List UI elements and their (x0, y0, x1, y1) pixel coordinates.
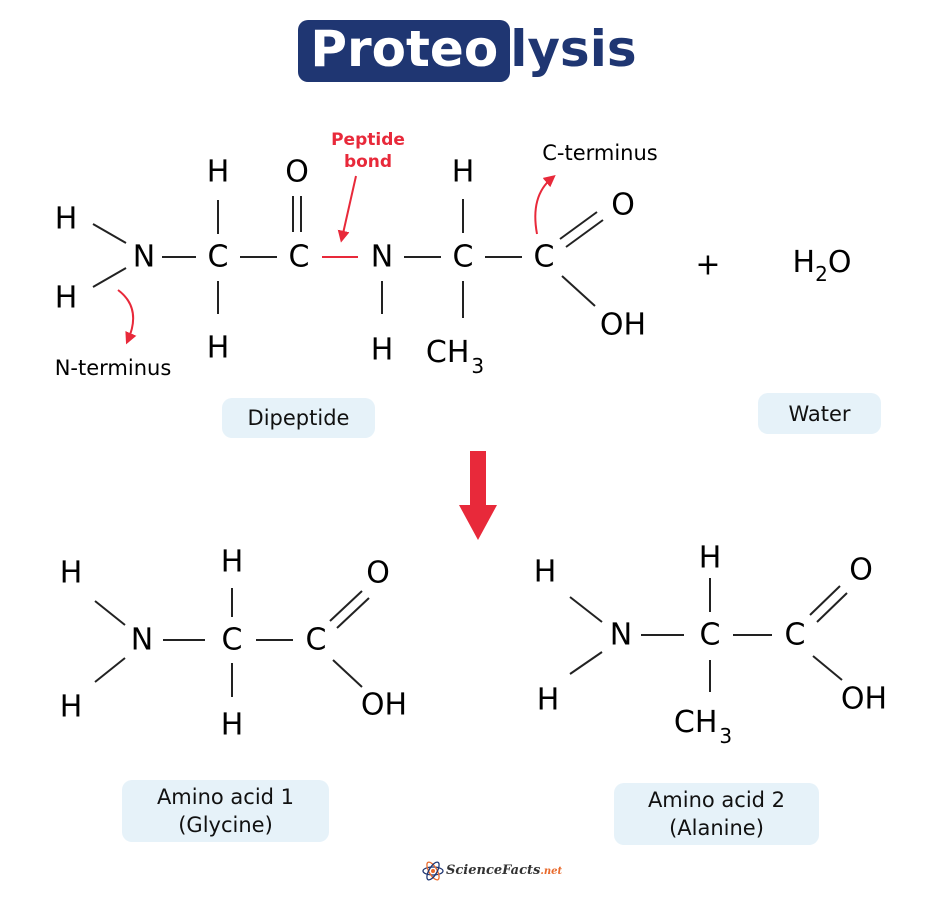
amino-acid-2-name: Amino acid 2 (647, 788, 786, 812)
amino-acid-2-label: Amino acid 2 (Alanine) (614, 783, 819, 845)
amino-acid-1-common: (Glycine) (178, 813, 273, 837)
peptide-bond-arrow (337, 175, 357, 243)
n-terminus-arrow (117, 289, 137, 345)
atom-h: H (537, 683, 560, 718)
logo-suffix: .net (540, 865, 563, 877)
atom-c: C (306, 623, 327, 658)
atom-c: C (453, 240, 474, 275)
title-rest: lysis (510, 20, 637, 78)
c-terminus-label: C-terminus (542, 141, 658, 165)
atom-h: H (221, 545, 244, 580)
atom-o: O (611, 188, 635, 223)
ch3-subscript: 3 (471, 354, 484, 378)
atom-h: H (371, 333, 394, 368)
atom-h: H (534, 555, 557, 590)
atom-h: H (60, 690, 83, 725)
water-label-text: Water (788, 401, 851, 426)
logo-text: ScienceFacts.net (446, 863, 562, 878)
atom-h: H (221, 708, 244, 743)
atom-oh: OH (600, 308, 646, 343)
dipeptide-label: Dipeptide (222, 398, 375, 438)
bond-line (816, 592, 848, 623)
bond-line (92, 267, 127, 288)
atom-c: C (208, 240, 229, 275)
bond-line (92, 223, 127, 244)
atom-c: C (534, 240, 555, 275)
water-h: H (793, 245, 816, 280)
reaction-arrow (459, 451, 497, 540)
atom-n: N (133, 240, 155, 275)
atom-c: C (785, 618, 806, 653)
atom-o: O (849, 553, 873, 588)
bond-line (565, 219, 604, 248)
c-terminus-arrow (534, 174, 556, 235)
water-label: Water (758, 393, 881, 434)
ch3-subscript: 3 (719, 724, 732, 748)
bond-line (561, 275, 596, 307)
amino-acid-2-common: (Alanine) (669, 816, 764, 840)
atom-oh: OH (841, 682, 887, 717)
bond-line (329, 590, 363, 622)
amino-acid-1-name: Amino acid 1 (156, 785, 295, 809)
atom-h: H (207, 155, 230, 190)
peptide-bond-label: Peptide (331, 130, 405, 150)
atom-c: C (289, 240, 310, 275)
water-o: O (828, 245, 852, 280)
bond-line (559, 211, 598, 240)
bond-line (94, 657, 126, 683)
peptide-bond-label: bond (344, 152, 392, 172)
bond-line (94, 600, 126, 626)
atom-h: H (207, 331, 230, 366)
atom-o: O (366, 556, 390, 591)
ch3-base: CH (426, 335, 470, 370)
bond-line (809, 585, 841, 616)
ch3-base: CH (674, 705, 718, 740)
atom-oh: OH (361, 688, 407, 723)
atom-o: O (285, 155, 309, 190)
dipeptide-label-text: Dipeptide (247, 406, 350, 430)
atom-h: H (55, 281, 78, 316)
n-terminus-label: N-terminus (55, 356, 172, 380)
atom-h: H (452, 155, 475, 190)
atom-n: N (131, 623, 153, 658)
bond-line (812, 655, 843, 681)
atom-n: N (610, 618, 632, 653)
glycine-structure: H H N H C H C O OH (60, 545, 407, 743)
logo-brand: ScienceFacts (446, 862, 541, 878)
atom-h: H (699, 541, 722, 576)
bond-line (332, 659, 363, 688)
sciencefacts-logo: ScienceFacts.net (446, 856, 562, 884)
bond-line (569, 596, 603, 623)
title-highlight: Proteo (298, 20, 511, 82)
atom-logo-icon (422, 861, 444, 881)
plus-sign: + (695, 248, 720, 283)
atom-c: C (222, 623, 243, 658)
water-subscript: 2 (815, 262, 828, 286)
atom-n: N (371, 240, 393, 275)
atom-h: H (55, 202, 78, 237)
atom-c: C (700, 618, 721, 653)
bond-line (336, 597, 370, 629)
atom-h: H (60, 556, 83, 591)
amino-acid-1-label: Amino acid 1 (Glycine) (122, 780, 329, 842)
water-formula: H2O (793, 245, 852, 287)
bond-line (569, 651, 603, 675)
